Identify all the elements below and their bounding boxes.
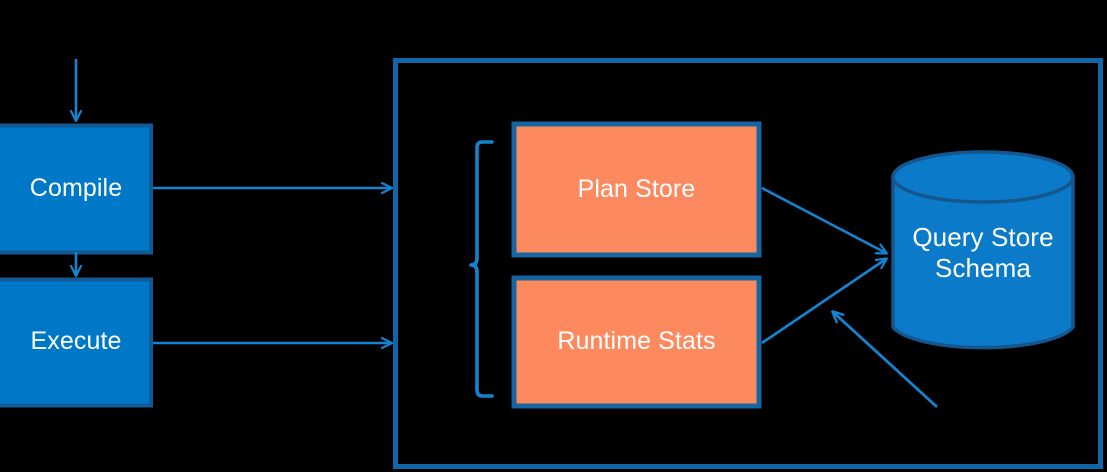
query-store-schema-cylinder[interactable] <box>891 150 1075 350</box>
execute-box[interactable] <box>0 277 153 408</box>
connector-runtime-stats-to-schema <box>761 259 886 345</box>
runtime-stats-box[interactable] <box>511 275 762 409</box>
connector-plan-store-to-schema <box>761 186 886 253</box>
query-store-container <box>393 58 1103 469</box>
compile-box[interactable] <box>0 123 153 255</box>
connector-external-to-schema <box>833 312 938 409</box>
plan-store-box[interactable] <box>511 121 762 258</box>
grouping-brace-icon <box>469 140 494 398</box>
